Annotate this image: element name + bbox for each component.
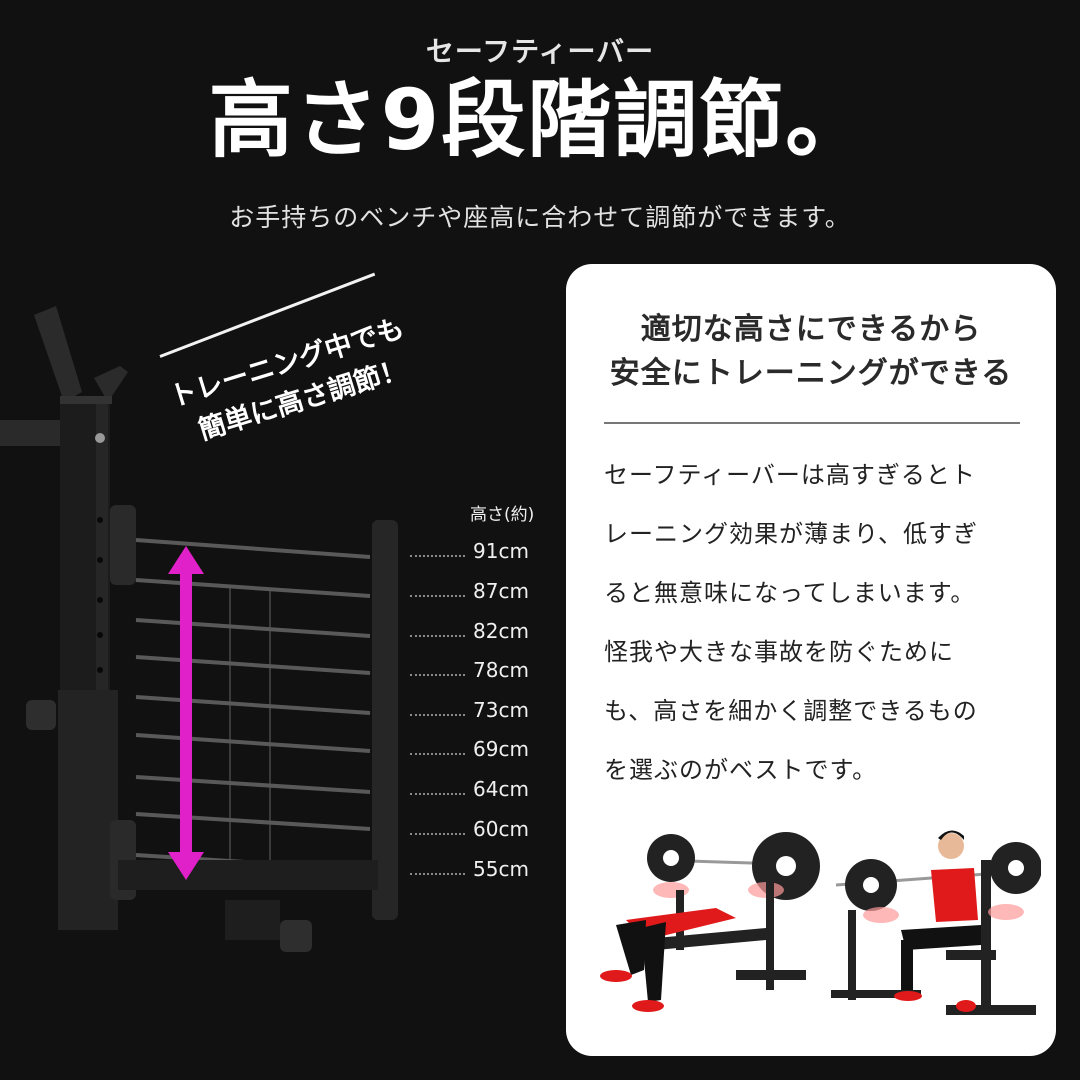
usage-photos xyxy=(600,830,1041,1015)
card-body-line: レーニング効果が薄まり、低すぎ xyxy=(604,520,979,548)
dotted-leader xyxy=(410,635,465,637)
height-tick-87: 87cm xyxy=(410,577,550,605)
dotted-leader xyxy=(410,674,465,676)
height-tick-69: 69cm xyxy=(410,735,550,763)
dotted-leader xyxy=(410,753,465,755)
dotted-leader xyxy=(410,555,465,557)
page-subline: お手持ちのベンチや座高に合わせて調節ができます。 xyxy=(229,203,851,232)
eyebrow-label: セーフティーバー xyxy=(425,35,655,68)
info-card: 適切な高さにできるから 安全にトレーニングができる セーフティーバーは高すぎると… xyxy=(566,264,1056,1056)
card-body: セーフティーバーは高すぎるとト レーニング効果が薄まり、低すぎ ると無意味になっ… xyxy=(604,446,1034,800)
safety-bar-rack-illustration xyxy=(0,306,398,952)
dotted-leader xyxy=(410,873,465,875)
seated-press-photo-icon xyxy=(831,830,1041,1015)
height-tick-55: 55cm xyxy=(410,855,550,883)
dotted-leader xyxy=(410,793,465,795)
card-title: 適切な高さにできるから 安全にトレーニングができる xyxy=(566,308,1056,396)
card-divider xyxy=(604,422,1020,424)
card-title-line-1: 適切な高さにできるから xyxy=(640,312,982,347)
dotted-leader xyxy=(410,714,465,716)
height-scale-label: 高さ(約) xyxy=(470,505,535,525)
card-body-line: を選ぶのがベストです。 xyxy=(604,756,878,784)
height-tick-78: 78cm xyxy=(410,656,550,684)
card-body-line: 怪我や大きな事故を防ぐために xyxy=(604,638,954,666)
card-body-line: ると無意味になってしまいます。 xyxy=(604,579,976,607)
dotted-leader xyxy=(410,595,465,597)
height-tick-82: 82cm xyxy=(410,617,550,645)
height-tick-91: 91cm xyxy=(410,537,550,565)
bench-press-photo-icon xyxy=(600,832,820,1012)
height-tick-60: 60cm xyxy=(410,815,550,843)
card-body-line: セーフティーバーは高すぎるとト xyxy=(604,461,976,489)
page-headline: 高さ9段階調節。 xyxy=(208,71,872,169)
height-tick-64: 64cm xyxy=(410,775,550,803)
dotted-leader xyxy=(410,833,465,835)
card-title-line-2: 安全にトレーニングができる xyxy=(609,356,1013,391)
card-body-line: も、高さを細かく調整できるもの xyxy=(604,697,978,725)
double-arrow-icon xyxy=(168,546,204,880)
height-tick-73: 73cm xyxy=(410,696,550,724)
